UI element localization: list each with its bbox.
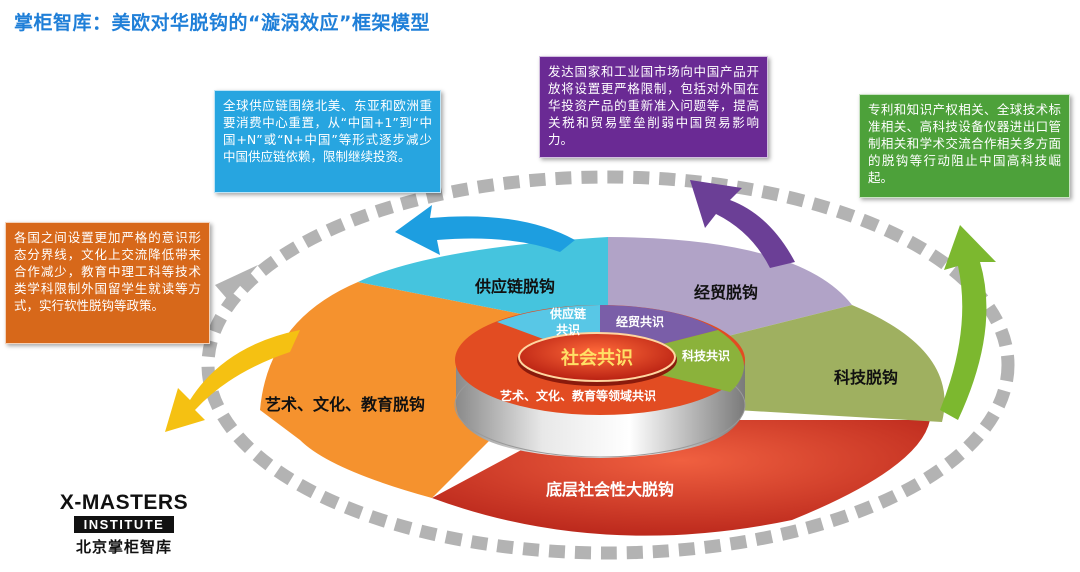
note-tech: 专利和知识产权相关、全球技术标准相关、高科技设备仪器进出口管制相关和学术交流合作…: [859, 94, 1070, 198]
vortex-dashed-ring: [201, 170, 1015, 560]
label-culture-decoupling: 艺术、文化、教育脱钩: [265, 395, 425, 414]
label-base-decoupling: 底层社会性大脱钩: [546, 480, 674, 499]
xmasters-logo: X-MASTERS INSTITUTE 北京掌柜智库: [54, 492, 194, 557]
label-trade-decoupling: 经贸脱钩: [694, 283, 758, 302]
culture-arrow-icon: [165, 330, 300, 432]
left-grey-arrow-icon: [215, 265, 258, 300]
center-oval: [518, 332, 676, 382]
logo-wordmark: X-MASTERS: [59, 491, 189, 514]
label-trade-consensus: 经贸共识: [616, 314, 664, 329]
label-supply-chain-consensus-2: 共识: [556, 322, 580, 337]
note-culture: 各国之间设置更加严格的意识形态分界线，文化上交流降低带来合作减少，教育中理工科等…: [5, 222, 210, 344]
label-culture-consensus: 艺术、文化、教育等领域共识: [500, 388, 656, 403]
tech-arrow-icon: [940, 225, 996, 420]
logo-chinese-name: 北京掌柜智库: [75, 538, 172, 556]
label-social-consensus: 社会共识: [561, 347, 633, 369]
page-title: 掌柜智库：美欧对华脱钩的“漩涡效应”框架模型: [14, 12, 430, 34]
sector-supply-chain: [358, 237, 608, 318]
sector-tech: [712, 305, 945, 422]
label-supply-chain-decoupling: 供应链脱钩: [474, 277, 555, 296]
label-tech-consensus: 科技共识: [682, 348, 730, 363]
label-supply-chain-consensus-1: 供应链: [549, 306, 587, 321]
note-supply-chain: 全球供应链围绕北美、东亚和欧洲重要消费中心重置，从“中国+1”到“中国+N”或“…: [214, 90, 441, 193]
supply-chain-arrow-icon: [395, 205, 575, 255]
trade-arrow-icon: [690, 180, 795, 268]
note-trade: 发达国家和工业国市场向中国产品开放将设置更严格限制，包括对外国在华投资产品的重新…: [539, 56, 768, 158]
logo-bar: INSTITUTE: [73, 516, 175, 533]
label-tech-decoupling: 科技脱钩: [834, 368, 898, 387]
